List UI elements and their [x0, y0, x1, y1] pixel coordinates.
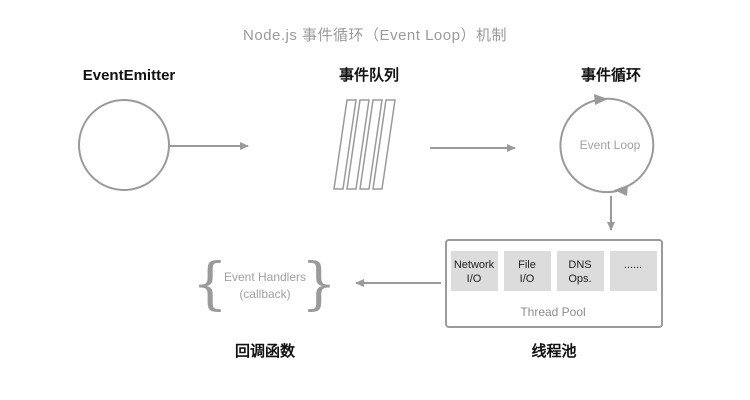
- worker-line2: Ops.: [568, 273, 591, 285]
- handlers-line1: Event Handlers: [224, 270, 306, 284]
- worker-line1: DNS: [568, 259, 591, 271]
- loop-arc-left: [559, 99, 618, 194]
- emitter-label: EventEmitter: [83, 67, 176, 84]
- diagram-title: Node.js 事件循环（Event Loop）机制: [243, 27, 507, 44]
- loop-label: 事件循环: [581, 66, 641, 84]
- thread-pool-box: [445, 239, 663, 328]
- worker-file-io: File I/O: [504, 251, 551, 291]
- worker-more: ......: [610, 251, 657, 291]
- worker-dns-ops: DNS Ops.: [557, 251, 604, 291]
- loop-cycle: [559, 94, 655, 196]
- worker-line2: I/O: [520, 273, 535, 285]
- worker-box: [504, 251, 551, 291]
- loop-arrow-top: [594, 94, 608, 105]
- queue-slot: [346, 99, 370, 190]
- queue-slots: [333, 99, 396, 190]
- worker-box: [557, 251, 604, 291]
- thread-pool-label: 线程池: [531, 342, 576, 360]
- loop-arc-right: [602, 97, 655, 190]
- handlers-line2: (callback): [239, 287, 290, 301]
- loop-inner-label: Event Loop: [580, 138, 641, 152]
- worker-line1: ......: [624, 259, 642, 271]
- thread-pool-workers: Network I/O File I/O DNS Ops. ......: [451, 251, 657, 291]
- worker-network-io: Network I/O: [451, 251, 498, 291]
- queue-slot: [372, 99, 396, 190]
- handlers-label: 回调函数: [235, 342, 296, 360]
- worker-line1: File: [518, 259, 536, 271]
- queue-label: 事件队列: [339, 66, 399, 84]
- loop-arrow-bottom: [614, 185, 628, 196]
- thread-pool-inner-label: Thread Pool: [520, 305, 585, 319]
- worker-box: [610, 251, 657, 291]
- left-brace-icon: {: [192, 252, 228, 317]
- worker-line2: I/O: [467, 273, 482, 285]
- worker-line1: Network: [454, 259, 495, 271]
- right-brace-icon: }: [301, 252, 337, 317]
- queue-slot: [333, 99, 357, 190]
- worker-box: [451, 251, 498, 291]
- emitter-circle: [78, 99, 170, 191]
- queue-slot: [359, 99, 383, 190]
